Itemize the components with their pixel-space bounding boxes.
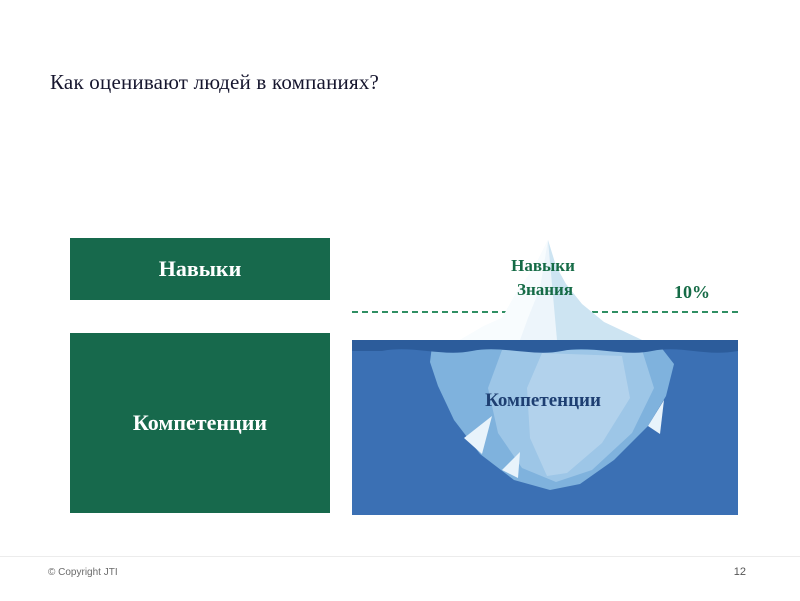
skills-box-label: Навыки — [158, 256, 242, 281]
page-number: 12 — [733, 566, 746, 578]
iceberg-illustration — [352, 240, 738, 515]
competencies-box-label: Компетенции — [132, 410, 268, 435]
iceberg-label-knowledge: Знания — [516, 280, 574, 299]
iceberg-label-competencies: Компетенции — [485, 390, 601, 411]
slide-footer: © Copyright JTI 12 — [0, 556, 800, 601]
slide-title: Как оценивают людей в компаниях? — [50, 70, 380, 94]
iceberg-percent-label: 10% — [674, 282, 710, 302]
skills-box: Навыки — [70, 238, 330, 300]
iceberg-label-skills: Навыки — [511, 256, 575, 275]
copyright-text: © Copyright JTI — [48, 567, 118, 578]
competencies-box: Компетенции — [70, 333, 330, 513]
iceberg-diagram: Навыки Знания 10% Компетенции — [352, 238, 738, 515]
